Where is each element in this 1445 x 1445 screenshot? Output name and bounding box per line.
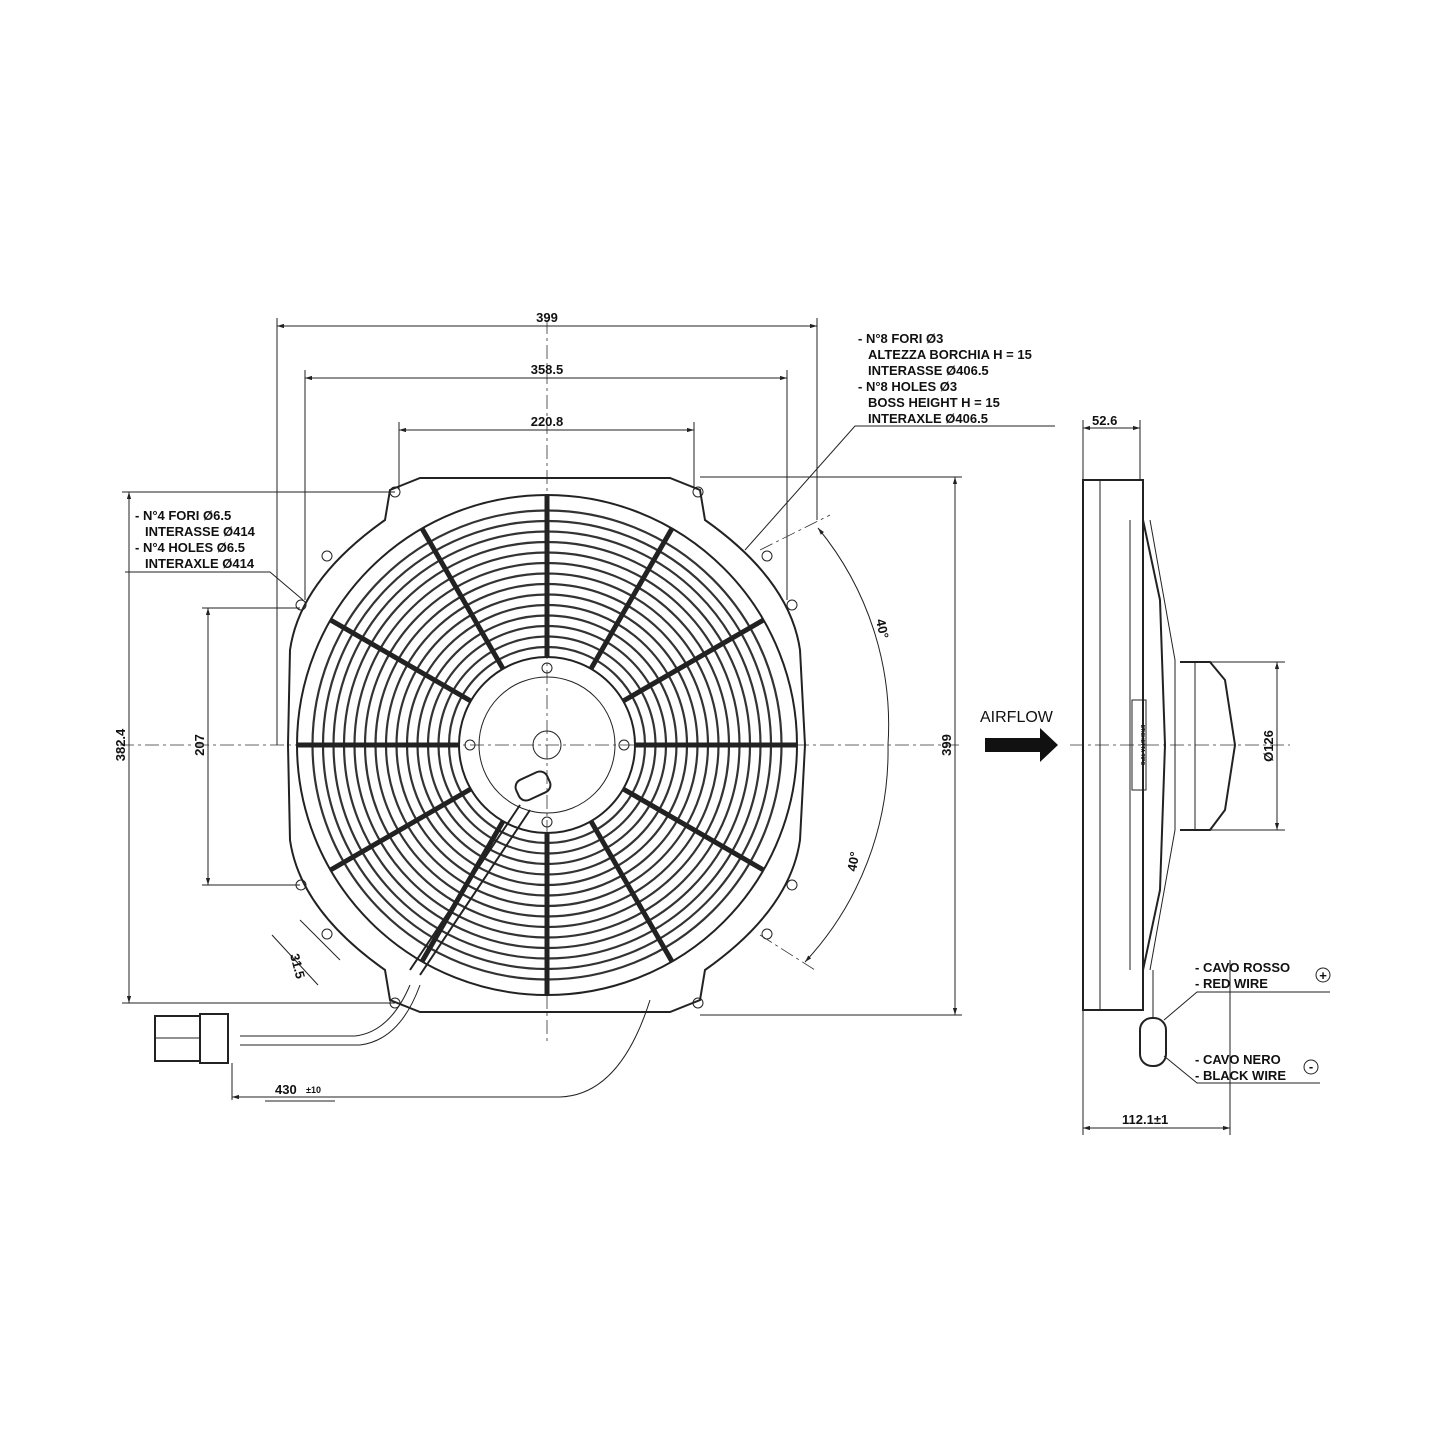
cable-grommet [514, 770, 552, 802]
label-plate-text: ETICHETTA TIPO [1139, 725, 1145, 766]
mounting-hole [761, 550, 773, 562]
label-plate [1131, 699, 1147, 791]
minus-symbol: - [1309, 1059, 1313, 1074]
svg-text:ALTEZZA BORCHIA H = 15: ALTEZZA BORCHIA H = 15 [868, 347, 1032, 362]
side-connector [1139, 1017, 1167, 1067]
guard-spoke [588, 819, 675, 963]
side-view: ETICHETTA TIPO 52.6 Ø126 112.1±1 - CAVO … [1070, 413, 1331, 1135]
airflow-arrow-icon [985, 728, 1058, 762]
mounting-hole [692, 486, 704, 498]
mounting-hole [321, 550, 333, 562]
motor-hub [478, 676, 616, 814]
svg-text:INTERASSE Ø414: INTERASSE Ø414 [145, 524, 256, 539]
dim-31: 31.5 [287, 952, 308, 980]
leader-8-holes [744, 425, 1055, 551]
guard-spoke [588, 527, 675, 671]
dim-line-430 [232, 999, 651, 1100]
angle-arc-bottom [804, 744, 889, 963]
leader-red-wire [1163, 991, 1330, 1021]
airflow-label: AIRFLOW [980, 709, 1054, 726]
svg-text:- N°4 FORI Ø6.5: - N°4 FORI Ø6.5 [135, 508, 231, 523]
dim-126: Ø126 [1261, 730, 1276, 762]
dim-430: 430 [275, 1082, 297, 1097]
cable-channel-edge [409, 804, 521, 971]
angle-top: 40° [873, 618, 892, 640]
red-wire-label-it: - CAVO ROSSO [1195, 960, 1290, 975]
guard-spoke [621, 617, 765, 704]
svg-text:- N°4 HOLES Ø6.5: - N°4 HOLES Ø6.5 [135, 540, 245, 555]
note-4-holes: - N°4 FORI Ø6.5 INTERASSE Ø414 - N°4 HOL… [135, 508, 256, 571]
svg-text:- N°8 FORI Ø3: - N°8 FORI Ø3 [858, 331, 943, 346]
dim-430-tol: ±10 [306, 1085, 321, 1095]
black-wire-label-en: - BLACK WIRE [1195, 1068, 1286, 1083]
side-motor [1180, 661, 1237, 831]
mounting-hole [541, 662, 553, 674]
guard-spoke [419, 527, 506, 671]
dimensions [122, 318, 1055, 1102]
guard-spokes [297, 495, 797, 995]
leader-4-holes [125, 571, 304, 601]
angle-bottom: 40° [844, 851, 862, 873]
connector-latch [199, 1013, 229, 1064]
dim-358: 358.5 [531, 362, 564, 377]
dim-207: 207 [192, 734, 207, 756]
mounting-hole [786, 599, 798, 611]
dim-399-top: 399 [536, 310, 558, 325]
mounting-hole [541, 816, 553, 828]
note-8-holes: - N°8 FORI Ø3 ALTEZZA BORCHIA H = 15 INT… [858, 331, 1032, 426]
cable-channel [419, 809, 531, 976]
mounting-hole [464, 739, 476, 751]
shroud-outline [286, 477, 807, 1013]
dim-line-31 [271, 934, 319, 986]
dim-399-right: 399 [939, 734, 954, 756]
svg-text:- N°8 HOLES Ø3: - N°8 HOLES Ø3 [858, 379, 957, 394]
airflow-indicator: AIRFLOW [980, 709, 1058, 762]
plus-icon [1315, 967, 1331, 983]
guard-spoke [621, 786, 765, 873]
dim-52: 52.6 [1092, 413, 1117, 428]
svg-text:INTERAXLE Ø406.5: INTERAXLE Ø406.5 [868, 411, 988, 426]
mounting-hole [295, 599, 307, 611]
mounting-hole [692, 997, 704, 1009]
side-guard [1142, 519, 1167, 971]
angle-arc-top [817, 527, 890, 746]
motor-housing [458, 656, 636, 834]
red-wire-label-en: - RED WIRE [1195, 976, 1268, 991]
cable-edge [240, 984, 411, 1037]
black-wire-label-it: - CAVO NERO [1195, 1052, 1281, 1067]
svg-text:INTERASSE Ø406.5: INTERASSE Ø406.5 [868, 363, 989, 378]
motor-shaft [532, 730, 562, 760]
mounting-hole [786, 879, 798, 891]
svg-text:INTERAXLE Ø414: INTERAXLE Ø414 [145, 556, 255, 571]
guard-spoke [329, 786, 473, 873]
dim-112: 112.1±1 [1122, 1112, 1168, 1127]
dim-220: 220.8 [531, 414, 564, 429]
dim-382: 382.4 [113, 728, 128, 761]
mounting-hole [321, 928, 333, 940]
front-view: 399 358.5 220.8 382.4 207 399 31.5 430 ±… [113, 310, 1055, 1102]
minus-icon [1303, 1059, 1319, 1075]
svg-text:BOSS HEIGHT H = 15: BOSS HEIGHT H = 15 [868, 395, 1000, 410]
mounting-hole [618, 739, 630, 751]
leader-black-wire [1163, 1055, 1320, 1084]
plus-symbol: + [1319, 968, 1327, 983]
cable [240, 984, 421, 1046]
guard-spoke [329, 617, 473, 704]
